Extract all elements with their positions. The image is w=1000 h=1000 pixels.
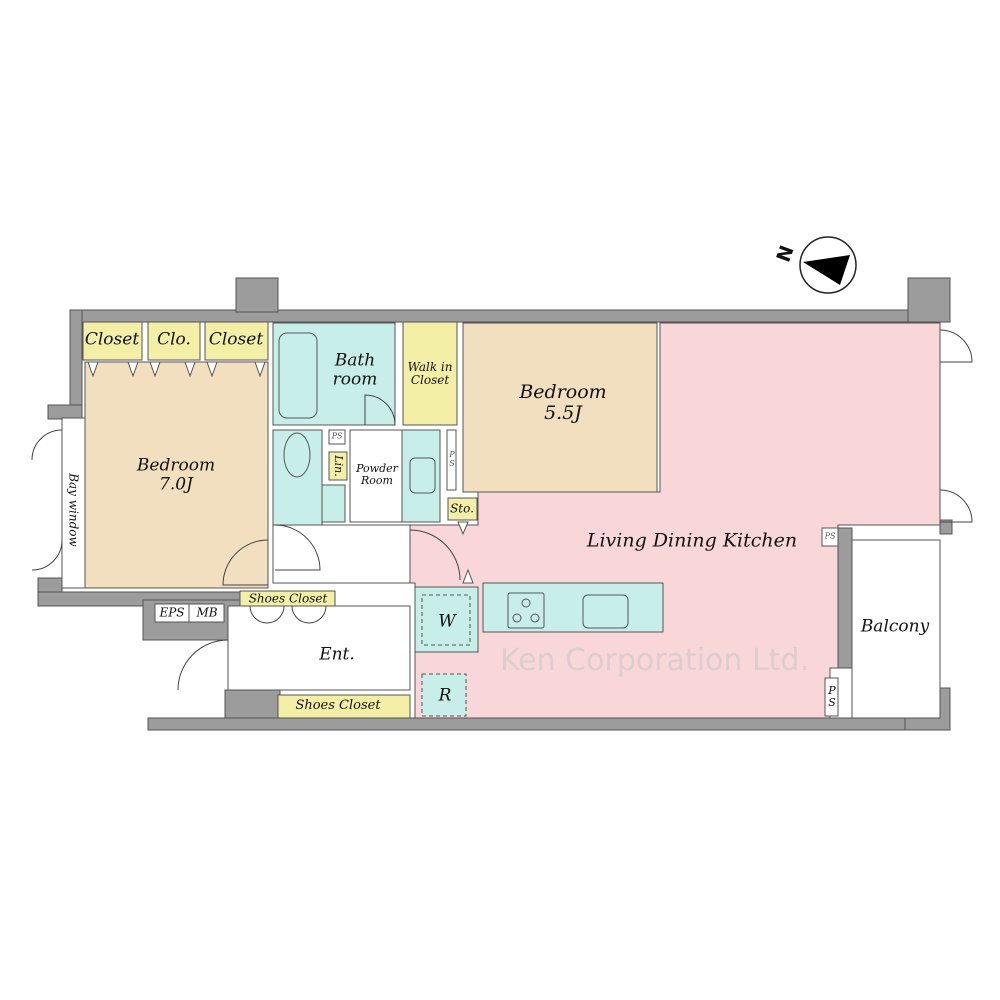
ps-label-3: PS: [824, 531, 836, 541]
closet-3-label: Closet: [208, 329, 264, 350]
compass: [799, 236, 857, 294]
ps-label-4: P S: [828, 683, 836, 709]
washer-label: W: [438, 611, 456, 632]
bathtub-icon: [278, 332, 318, 419]
north-arrow-icon: [803, 255, 850, 285]
shoes-closet-bottom-label: Shoes Closet: [295, 697, 381, 713]
linen-label: Lin.: [332, 455, 346, 477]
closet-2-label: Clo.: [157, 329, 191, 350]
toilet-sink: [321, 484, 346, 523]
powder-room: [349, 429, 403, 523]
ps-label-2: P S: [449, 450, 455, 468]
closet-1-label: Closet: [84, 329, 140, 350]
ps-box-2: [446, 429, 457, 491]
closet-3: [204, 321, 269, 361]
eps-label: EPS: [159, 605, 185, 620]
hallway: [272, 524, 411, 584]
fridge-label: R: [438, 685, 452, 706]
shoes-closet-top-label: Shoes Closet: [248, 591, 328, 606]
ps-box-3: [821, 527, 839, 547]
storage: [447, 497, 478, 521]
stove-icon: [507, 592, 545, 629]
storage-label: Sto.: [450, 501, 474, 516]
mb-label: MB: [196, 605, 218, 620]
sink-icon: [409, 457, 436, 494]
entrance-label: Ent.: [319, 644, 355, 665]
closet-2: [147, 321, 201, 361]
closet-1: [82, 321, 143, 361]
kitchen-sink-icon: [582, 594, 629, 629]
linen-closet: [328, 451, 348, 481]
shoes-closet-bottom: [277, 694, 411, 719]
bedroom-1-floor: [84, 361, 269, 589]
bay-window: [61, 417, 86, 589]
fridge-space: [421, 673, 467, 717]
bay-window-label: Bay window: [66, 473, 81, 547]
ps-box-1: [328, 429, 346, 445]
watermark: Ken Corporation Ltd.: [500, 643, 809, 678]
ps-box-4: [824, 677, 839, 717]
walk-in-closet: [402, 321, 458, 426]
washer-space: [414, 586, 479, 653]
bedroom-2-floor: [462, 322, 658, 493]
ldk-label: Living Dining Kitchen: [586, 529, 798, 552]
balcony-floor: [851, 539, 941, 719]
toilet-icon: [283, 432, 311, 478]
mb-box: [188, 603, 225, 623]
ps-label-1: PS: [331, 431, 343, 441]
balcony-label: Balcony: [860, 616, 930, 637]
